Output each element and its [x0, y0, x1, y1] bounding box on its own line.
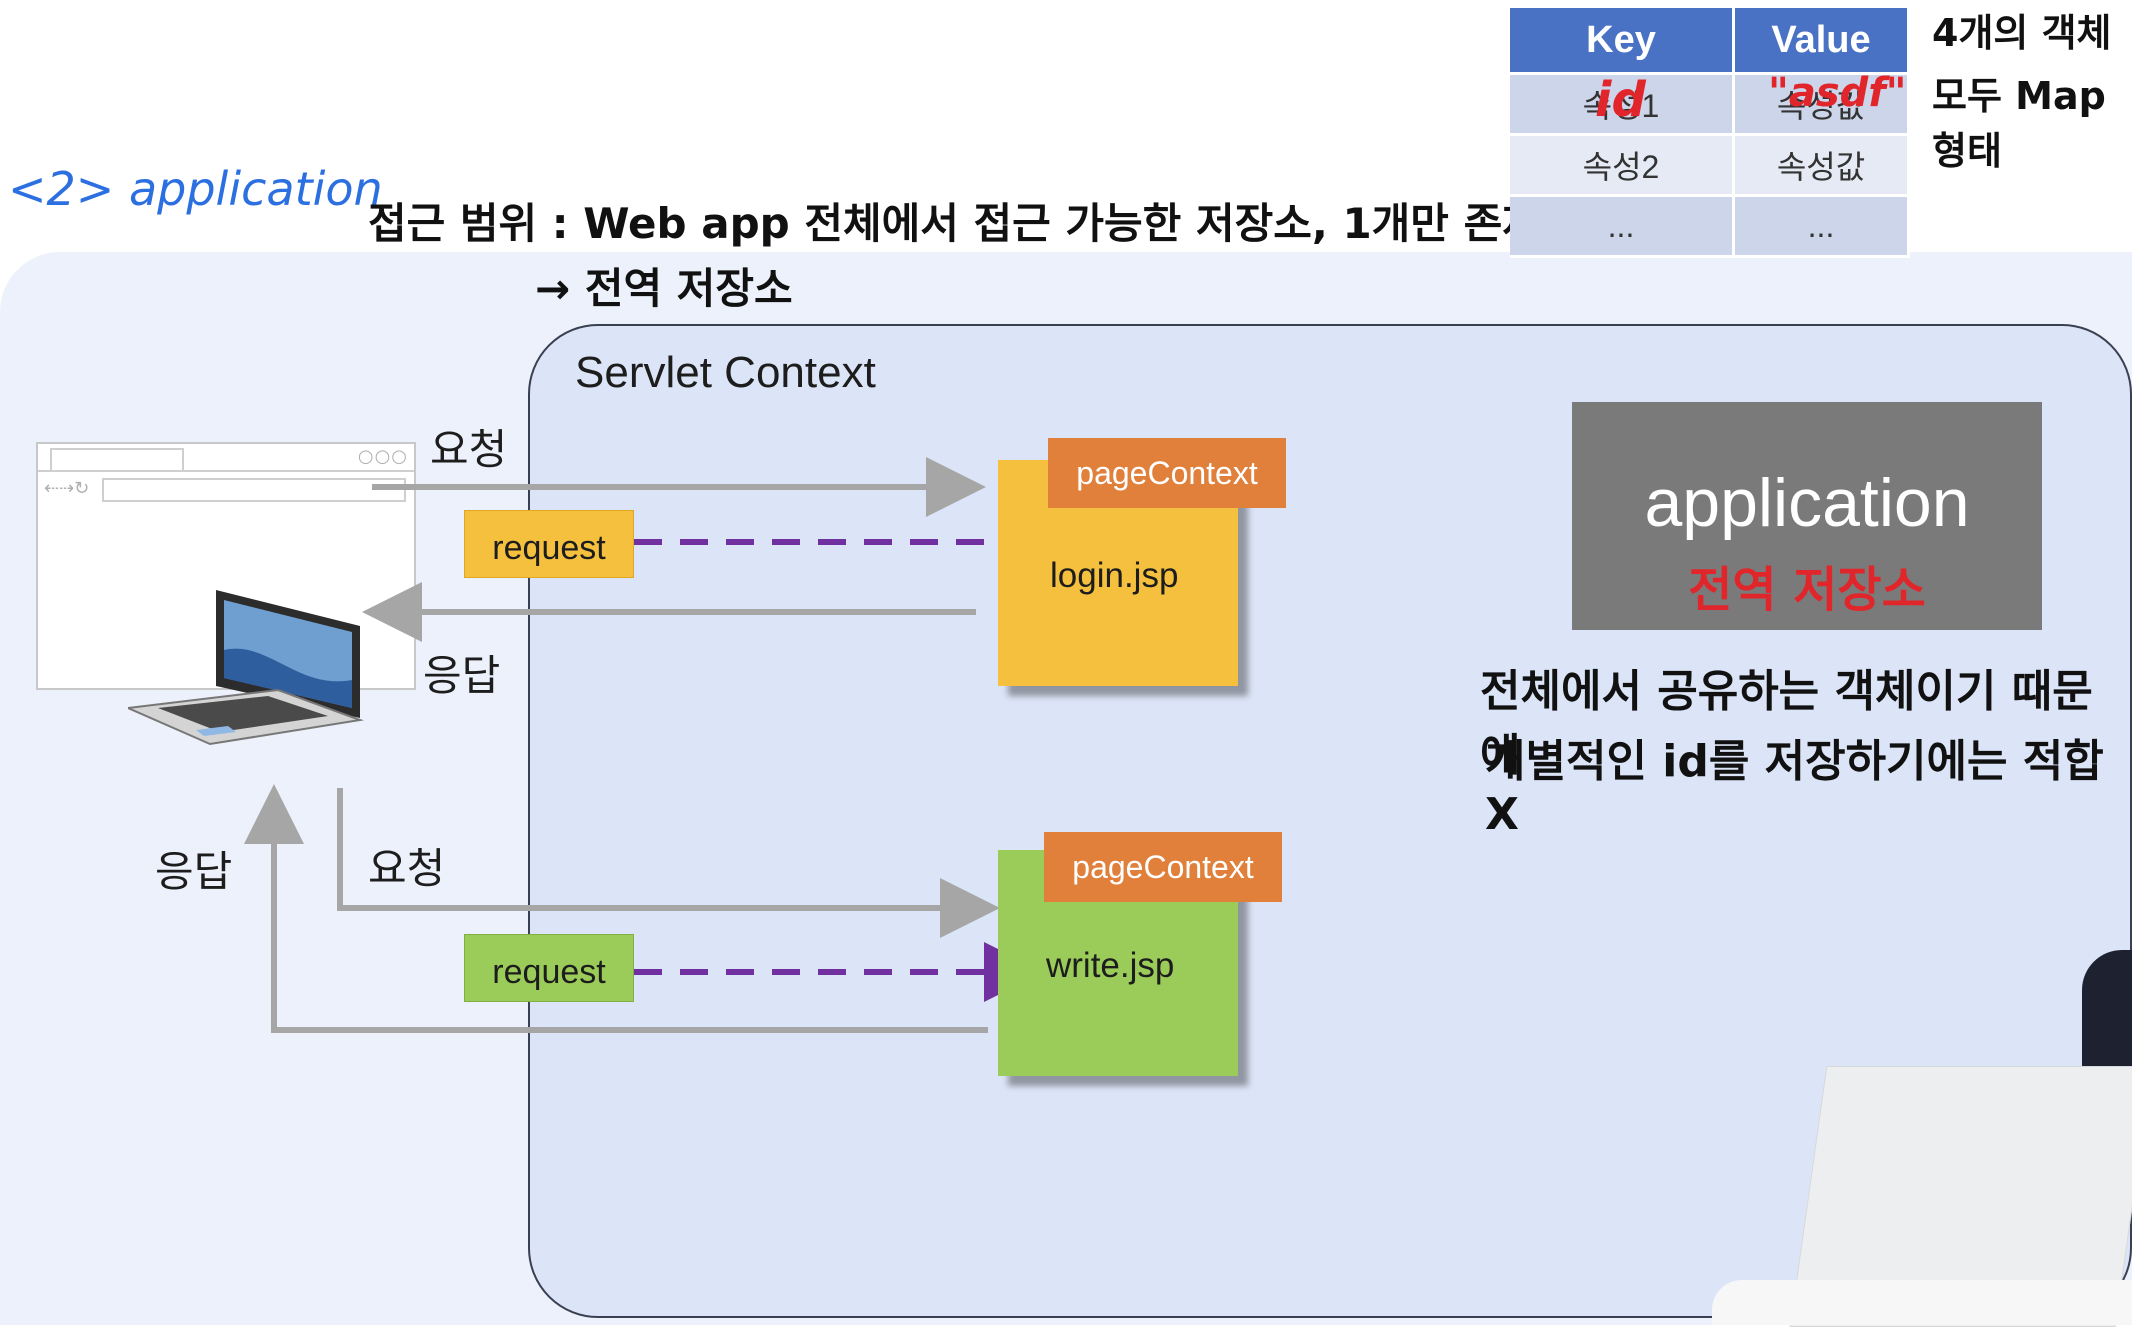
global-store-note: → 전역 저장소	[535, 264, 793, 313]
request-arrow-bottom	[337, 788, 1000, 938]
table-row: 속성1 속성값	[1510, 75, 1910, 136]
table-cell: 속성1	[1510, 75, 1735, 136]
page-context-label: pageContext	[1044, 832, 1282, 902]
browser-tab	[50, 448, 184, 472]
jsp-file-label: write.jsp	[1046, 946, 1175, 985]
scope-note: 접근 범위 : Web app 전체에서 접근 가능한 저장소, 1개만 존재	[368, 199, 1541, 248]
table-header-value: Value	[1735, 8, 1910, 75]
table-cell: 속성2	[1510, 136, 1735, 197]
response-label: 응답	[423, 651, 501, 700]
table-cell: 속성값	[1735, 136, 1910, 197]
presenter-silhouette	[2082, 950, 2132, 1070]
objects-note-line1: 4개의 객체	[1932, 11, 2112, 55]
table-cell: ...	[1735, 197, 1910, 258]
request-box: request	[464, 510, 634, 578]
window-controls-icon: ○○○	[357, 446, 408, 467]
servlet-context-title: Servlet Context	[575, 348, 876, 397]
presenter-desk	[1712, 1280, 2132, 1325]
response-arrow-bottom	[244, 784, 988, 1033]
application-box-subtitle: 전역 저장소	[1688, 562, 1926, 618]
page-context-label: pageContext	[1048, 438, 1286, 508]
application-box: application 전역 저장소	[1572, 402, 2042, 630]
table-header-key: Key	[1510, 8, 1735, 75]
response-label: 응답	[155, 847, 233, 896]
request-label: 요청	[430, 425, 508, 474]
request-label: 요청	[368, 844, 446, 893]
table-cell: ...	[1510, 197, 1735, 258]
laptop-icon	[128, 590, 364, 746]
handwritten-key-annotation: id	[1595, 72, 1646, 128]
key-value-table: Key Value 속성1 속성값 속성2 속성값 ... ...	[1510, 8, 1910, 258]
application-heading-note: <2> application	[8, 162, 383, 216]
table-row: 속성2 속성값	[1510, 136, 1910, 197]
jsp-file-label: login.jsp	[1050, 556, 1179, 595]
shared-note-line2: 개별적인 id를 저장하기에는 적합 X	[1485, 736, 2104, 840]
shared-note-line1: 전체에서 공유하는 객체이기 때문에	[1480, 666, 2093, 781]
objects-note-line2: 모두 Map 형태	[1932, 74, 2106, 173]
table-cell: 속성값	[1735, 75, 1910, 136]
table-row: ... ...	[1510, 197, 1910, 258]
request-box: request	[464, 934, 634, 1002]
table-header-row: Key Value	[1510, 8, 1910, 75]
browser-nav-icon: ⇠⇢↻	[44, 478, 90, 499]
handwritten-value-annotation: "asdf"	[1768, 70, 1907, 116]
browser-tab-bar	[38, 444, 414, 472]
application-box-title: application	[1644, 465, 1970, 541]
